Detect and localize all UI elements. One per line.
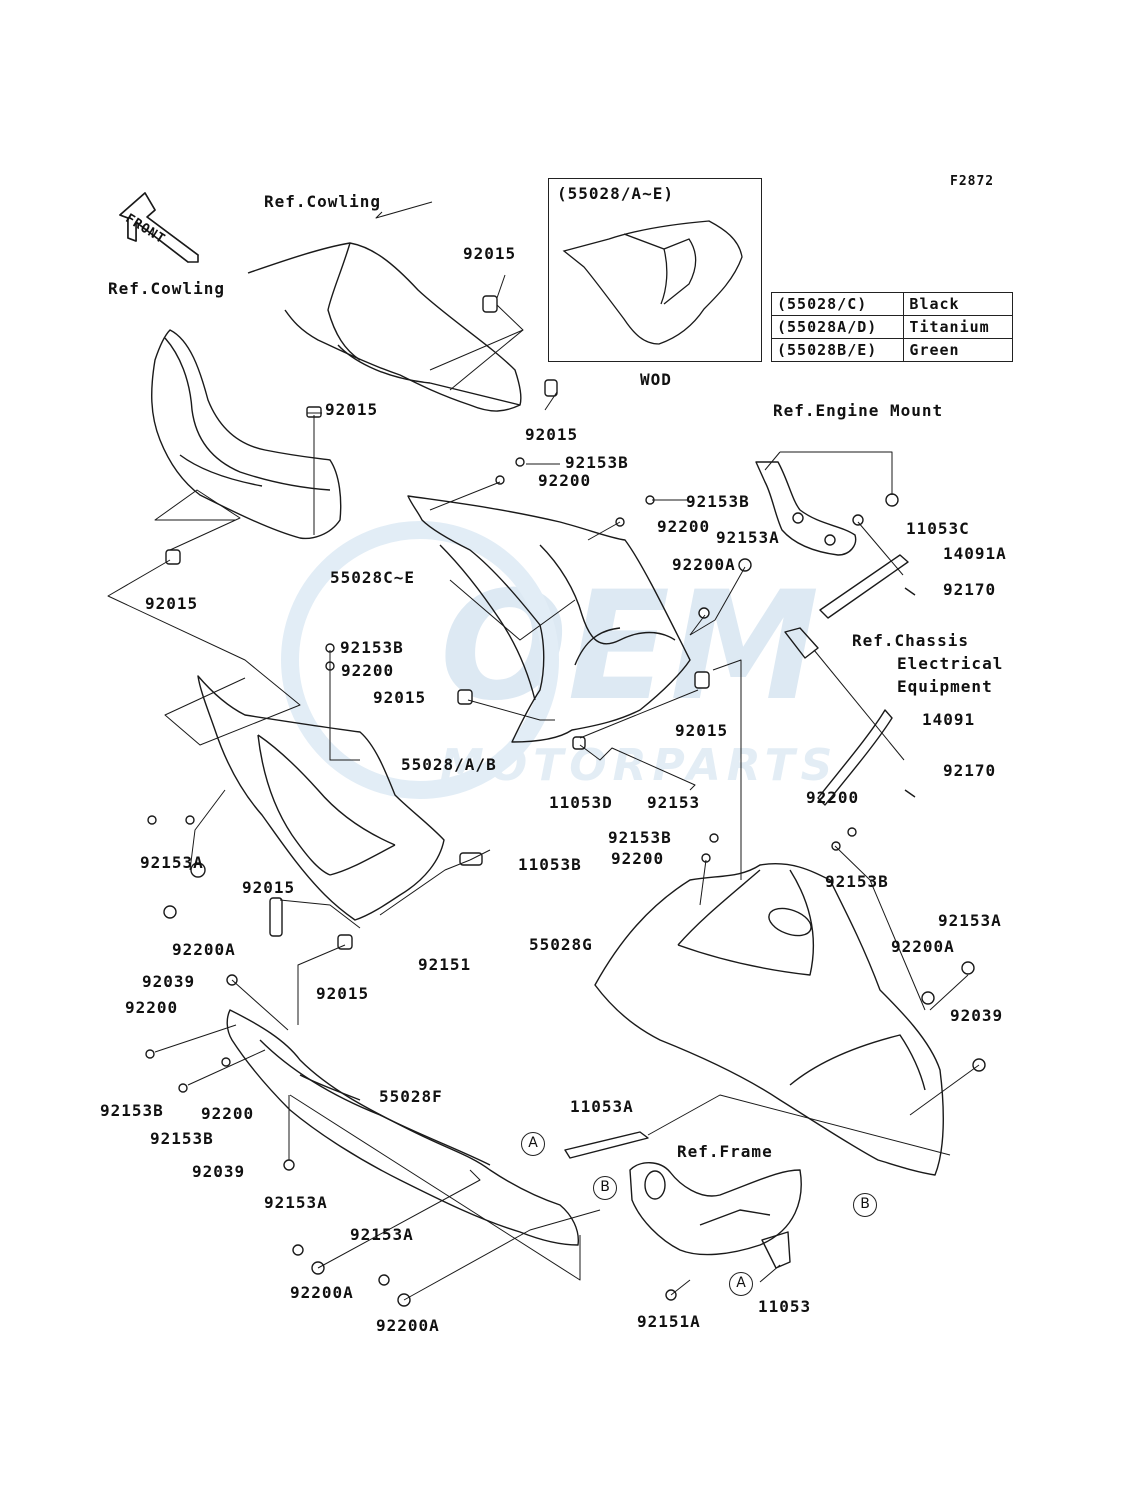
table-row: (55028/C) Black xyxy=(770,292,1013,316)
watermark-ring xyxy=(281,521,559,799)
variant-inset-box xyxy=(548,178,762,362)
strip-14091a-outline xyxy=(819,554,909,619)
bracket-11053-outline xyxy=(761,1231,791,1269)
part-label: 92153A xyxy=(140,853,204,872)
ref-cowling-upper: Ref.Cowling xyxy=(264,192,381,211)
part-label: 55028/A/B xyxy=(401,755,497,774)
part-label: 92153B xyxy=(100,1101,164,1120)
ref-chassis-2: Electrical xyxy=(897,654,1004,673)
watermark-brand: OEM xyxy=(440,560,820,734)
part-label: 11053 xyxy=(758,1297,812,1316)
part-label: 92200A xyxy=(376,1316,440,1335)
color-name: Black xyxy=(903,292,1013,316)
part-label: 92153B xyxy=(686,492,750,511)
part-label: 92200 xyxy=(538,471,592,490)
figure-code: F2872 xyxy=(950,174,995,189)
part-label: 11053D xyxy=(549,793,613,812)
part-label: 92015 xyxy=(242,878,296,897)
part-label: 92039 xyxy=(950,1006,1004,1025)
part-label: 92015 xyxy=(675,721,729,740)
ref-cowling-left: Ref.Cowling xyxy=(108,279,225,298)
part-label: 92015 xyxy=(373,688,427,707)
part-label: 92151A xyxy=(637,1312,701,1331)
part-label: 92015 xyxy=(463,244,517,263)
lower-panel-outline xyxy=(226,1009,579,1246)
chassis-bracket-outline xyxy=(784,627,819,659)
part-label: 92015 xyxy=(525,425,579,444)
engine-mount-outline xyxy=(755,461,857,556)
frame-outline xyxy=(629,1162,802,1256)
table-row: (55028B/E) Green xyxy=(770,338,1013,362)
ref-frame: Ref.Frame xyxy=(677,1142,773,1161)
part-label: 92153A xyxy=(264,1193,328,1212)
front-arrow-icon xyxy=(119,192,199,263)
part-label: 92200 xyxy=(201,1104,255,1123)
part-label: 11053C xyxy=(906,519,970,538)
part-label: 92200A xyxy=(891,937,955,956)
part-label: 92200 xyxy=(611,849,665,868)
part-label: 14091 xyxy=(922,710,976,729)
inset-caption: WOD xyxy=(640,370,672,389)
part-label: 92200 xyxy=(125,998,179,1017)
part-label: 92200A xyxy=(290,1283,354,1302)
part-label: 92153B xyxy=(608,828,672,847)
part-label: 92153B xyxy=(565,453,629,472)
ref-chassis-1: Ref.Chassis xyxy=(852,631,969,650)
left-cowling-outline xyxy=(151,329,342,540)
inset-title: (55028/A~E) xyxy=(557,184,674,203)
callout-b: B xyxy=(593,1176,617,1200)
table-row: (55028A/D) Titanium xyxy=(770,315,1013,339)
part-label: 55028C~E xyxy=(330,568,416,587)
leader-lines xyxy=(107,201,980,1301)
part-label: 92039 xyxy=(192,1162,246,1181)
color-part: (55028A/D) xyxy=(770,315,905,339)
color-table: (55028/C) Black (55028A/D) Titanium (550… xyxy=(770,292,1013,362)
inset-panel-drawing xyxy=(562,220,743,345)
part-label: 92200 xyxy=(341,661,395,680)
part-label: 55028G xyxy=(529,935,593,954)
part-label: 92153A xyxy=(716,528,780,547)
middle-panel-outline xyxy=(197,675,445,921)
part-label: 92039 xyxy=(142,972,196,991)
part-label: 92200A xyxy=(172,940,236,959)
color-part: (55028/C) xyxy=(770,292,905,316)
right-panel-outline xyxy=(594,863,944,1176)
part-label: 92153A xyxy=(350,1225,414,1244)
color-part: (55028B/E) xyxy=(770,338,905,362)
callout-a: A xyxy=(521,1132,545,1156)
callout-b: B xyxy=(853,1193,877,1217)
ref-chassis-3: Equipment xyxy=(897,677,993,696)
part-label: 92170 xyxy=(943,580,997,599)
part-label: 92015 xyxy=(316,984,370,1003)
part-label: 92153B xyxy=(825,872,889,891)
part-label: 92153B xyxy=(150,1129,214,1148)
part-label: 92170 xyxy=(943,761,997,780)
part-label: 92200 xyxy=(657,517,711,536)
part-label: 92200A xyxy=(672,555,736,574)
part-label: 11053B xyxy=(518,855,582,874)
strip-14091-outline xyxy=(817,709,893,806)
part-label: 92153A xyxy=(938,911,1002,930)
part-label: 55028F xyxy=(379,1087,443,1106)
part-label: 92151 xyxy=(418,955,472,974)
part-label: 11053A xyxy=(570,1097,634,1116)
part-label: 92200 xyxy=(806,788,860,807)
upper-cowling-outline xyxy=(247,242,522,412)
bracket-11053a-outline xyxy=(564,1131,649,1159)
part-label: 92153B xyxy=(340,638,404,657)
color-name: Titanium xyxy=(903,315,1013,339)
inner-panel-outline xyxy=(407,495,691,743)
part-label: 92015 xyxy=(145,594,199,613)
part-label: 14091A xyxy=(943,544,1007,563)
color-name: Green xyxy=(903,338,1013,362)
callout-a: A xyxy=(729,1272,753,1296)
ref-engine-mount: Ref.Engine Mount xyxy=(773,401,944,420)
part-label: 92015 xyxy=(325,400,379,419)
part-label: 92153 xyxy=(647,793,701,812)
